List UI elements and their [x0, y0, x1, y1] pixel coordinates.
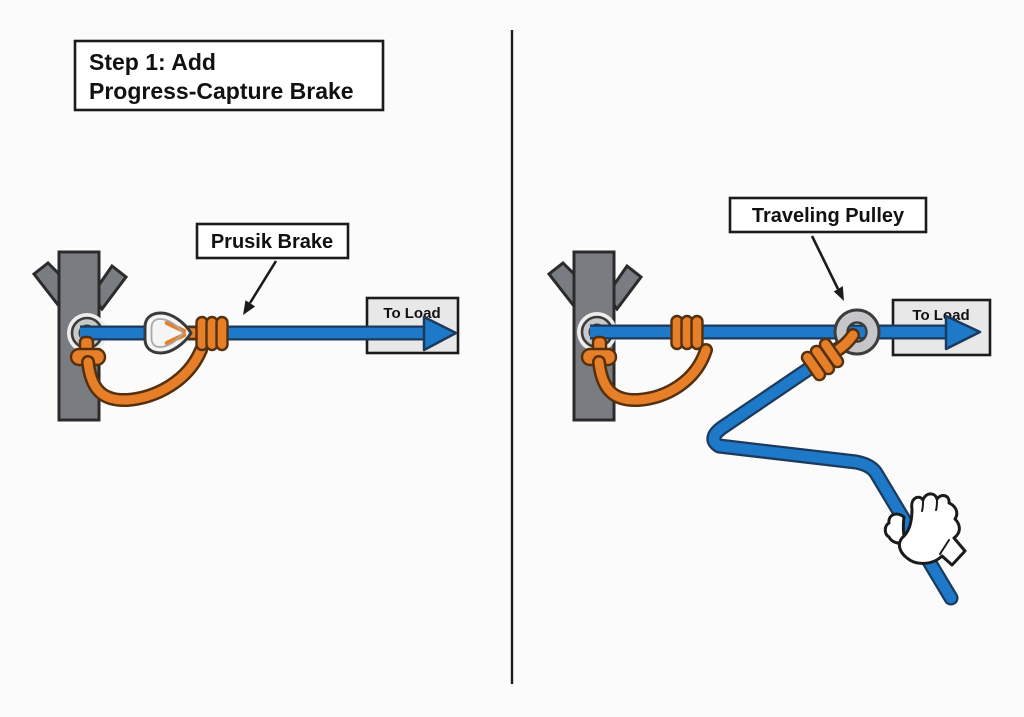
prusik-callout-arrowhead-icon — [243, 300, 256, 315]
carabiner-body — [143, 311, 193, 355]
carabiner-inner-line — [150, 318, 185, 348]
title-line-1: Step 1: Add — [89, 49, 216, 75]
anchor-prusik-coil-3 — [690, 314, 704, 351]
traveling-pulley-callout: Traveling Pulley — [728, 196, 928, 301]
right-main-rope — [590, 314, 982, 351]
pulley-callout-frame — [728, 196, 928, 234]
left-main-rope — [80, 315, 458, 352]
prusik-callout-label: Prusik Brake — [211, 231, 333, 253]
prusik-coils — [195, 315, 229, 352]
hand-fingertips — [883, 512, 907, 545]
prusik-brake-assembly — [69, 311, 229, 408]
hand-finger-gap-1 — [921, 500, 924, 512]
pulley-prusik-assembly — [800, 328, 860, 382]
left-to-load-label: To Load — [383, 305, 440, 322]
right-panel: To Load — [546, 196, 992, 606]
pulley-prusik-coils — [800, 337, 845, 382]
prusik-callout-pointer — [248, 260, 278, 304]
prusik-coil-3 — [215, 315, 229, 352]
title-line-2: Progress-Capture Brake — [89, 78, 354, 104]
right-rope-arrowhead — [944, 314, 982, 351]
prusik-loop — [83, 345, 206, 405]
haul-rope-line — [708, 339, 957, 604]
pulley-prusik-coil-3 — [800, 350, 827, 382]
title-box-frame — [73, 39, 385, 112]
hand-fist — [898, 492, 967, 567]
carabiner — [143, 311, 193, 355]
pulling-hand — [883, 492, 967, 567]
pulley-callout-label: Traveling Pulley — [752, 205, 905, 227]
anchor-prusik-coils — [670, 314, 704, 351]
left-panel: To Load — [31, 222, 460, 422]
haul-rope — [706, 337, 959, 606]
hand-wrist-line — [939, 539, 950, 555]
left-rope-arrowhead — [422, 315, 458, 352]
anchor-prusik-assembly — [580, 314, 713, 408]
hand-finger-gap-2 — [935, 499, 938, 511]
prusik-brake-callout: Prusik Brake — [195, 222, 350, 315]
right-to-load-label: To Load — [912, 307, 969, 324]
anchor-prusik-loop — [594, 345, 711, 405]
pulley-outer-edge — [833, 308, 881, 356]
pulley-callout-pointer — [810, 235, 840, 290]
title-box: Step 1: Add Progress-Capture Brake — [73, 39, 385, 112]
pulley-callout-arrowhead-icon — [833, 286, 844, 301]
prusik-callout-frame — [195, 222, 350, 260]
